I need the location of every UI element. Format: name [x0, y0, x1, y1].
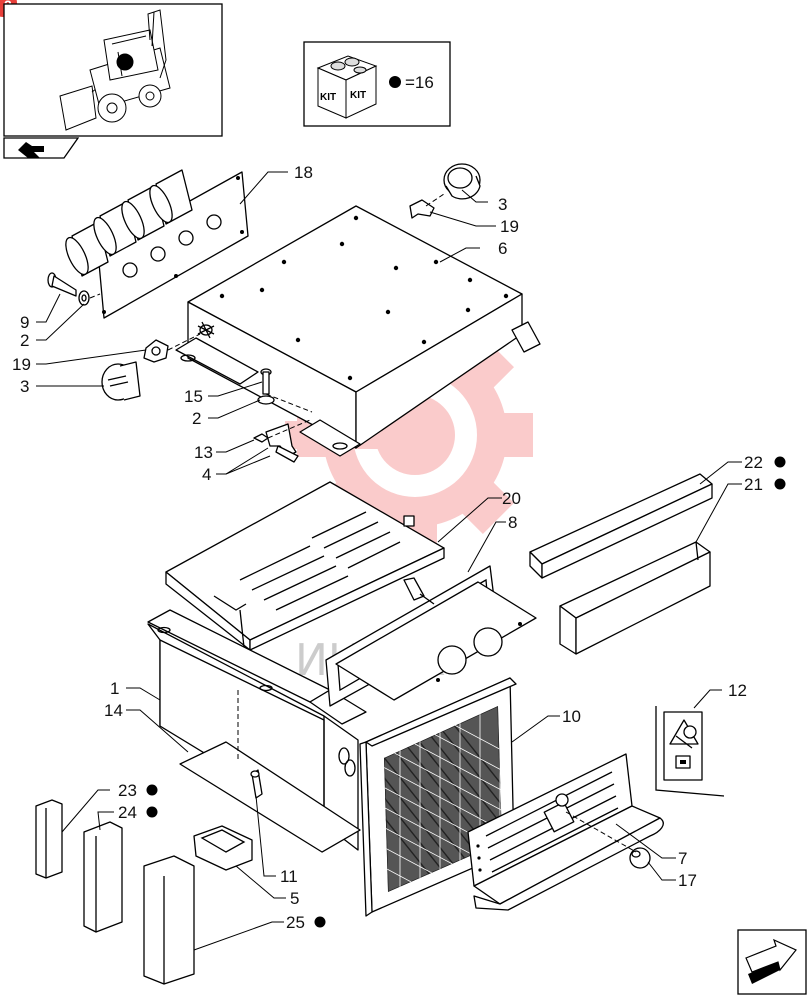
part-24-pad[interactable]	[83, 821, 123, 933]
part-4-latch[interactable]	[265, 423, 299, 463]
callout-7[interactable]: 7	[678, 849, 687, 868]
part-23-pad[interactable]	[35, 799, 63, 879]
kit-left-label: KIT	[320, 92, 336, 103]
bullet-icon	[146, 806, 158, 818]
callout-23[interactable]: 23	[118, 781, 137, 800]
part-18-socket-panel[interactable]	[61, 169, 249, 319]
part-9-screw[interactable]	[47, 272, 77, 297]
part-7-rear-grille[interactable]	[467, 753, 664, 911]
previous-page-arrow-icon[interactable]	[3, 137, 80, 159]
callout-19[interactable]: 19	[12, 355, 31, 374]
callout-8[interactable]: 8	[508, 513, 517, 532]
part-11-vent-plug[interactable]	[250, 769, 263, 799]
callout-2[interactable]: 2	[20, 331, 29, 350]
bullet-icon	[314, 916, 326, 928]
machine-thumbnail[interactable]	[3, 3, 223, 137]
callout-24[interactable]: 24	[118, 803, 137, 822]
part-22-pad[interactable]	[529, 473, 713, 579]
part-20-tray[interactable]	[165, 481, 445, 667]
bullet-icon	[774, 456, 786, 468]
part-19-clip-upper[interactable]	[409, 199, 435, 219]
kit-right-label: KIT	[350, 90, 366, 101]
callout-1[interactable]: 1	[110, 679, 119, 698]
callout-11[interactable]: 11	[280, 867, 298, 886]
callout-22[interactable]: 22	[744, 453, 763, 472]
callout-13[interactable]: 13	[194, 443, 213, 462]
part-21-pad[interactable]	[559, 541, 711, 655]
callout-25[interactable]: 25	[286, 913, 305, 932]
bullet-icon	[774, 478, 786, 490]
callout-labels: 18 3 19 6 9 2 19 3 15 2 13 4 22 21 20 8 …	[12, 163, 786, 932]
callout-14[interactable]: 14	[104, 701, 123, 720]
kit-qty-text: =16	[405, 73, 434, 92]
callout-5[interactable]: 5	[290, 889, 299, 908]
backhoe-loader-icon	[59, 9, 171, 131]
next-page-arrow-icon[interactable]	[737, 929, 807, 995]
callout-2[interactable]: 2	[192, 409, 201, 428]
leader-lines	[36, 171, 742, 951]
part-2-washer-lower[interactable]	[257, 395, 275, 405]
part-13-nut[interactable]	[253, 433, 269, 443]
callout-12[interactable]: 12	[728, 681, 747, 700]
callout-6[interactable]: 6	[498, 239, 507, 258]
callout-18[interactable]: 18	[294, 163, 313, 182]
kit-legend: KIT KIT =16	[303, 41, 451, 127]
part-3-cap-upper[interactable]	[443, 163, 481, 200]
callout-10[interactable]: 10	[562, 707, 581, 726]
part-2-washer-upper[interactable]	[78, 290, 90, 306]
callout-9[interactable]: 9	[20, 313, 29, 332]
part-15-screw[interactable]	[260, 368, 272, 395]
kit-box-icon	[316, 55, 378, 119]
part-12-warning-label[interactable]	[655, 706, 725, 797]
part-5-cup[interactable]	[193, 825, 253, 871]
callout-4[interactable]: 4	[202, 465, 211, 484]
part-19-clip-lower[interactable]	[143, 339, 169, 363]
part-6-box-cover[interactable]	[175, 205, 541, 457]
part-3-cap-lower[interactable]	[101, 361, 141, 401]
callout-20[interactable]: 20	[502, 489, 521, 508]
callout-15[interactable]: 15	[184, 387, 203, 406]
callout-17[interactable]: 17	[678, 871, 697, 890]
bullet-icon	[389, 76, 401, 88]
callout-3[interactable]: 3	[498, 195, 507, 214]
callout-19[interactable]: 19	[500, 217, 519, 236]
bullet-icon	[146, 784, 158, 796]
part-17-knob[interactable]	[629, 847, 651, 869]
callout-3[interactable]: 3	[20, 377, 29, 396]
callout-21[interactable]: 21	[744, 475, 763, 494]
part-25-pad[interactable]	[143, 855, 195, 985]
assembly-dashed-lines	[89, 193, 445, 439]
part-14-floor-plate[interactable]	[179, 690, 361, 853]
part-8-support-frame[interactable]	[325, 565, 537, 707]
